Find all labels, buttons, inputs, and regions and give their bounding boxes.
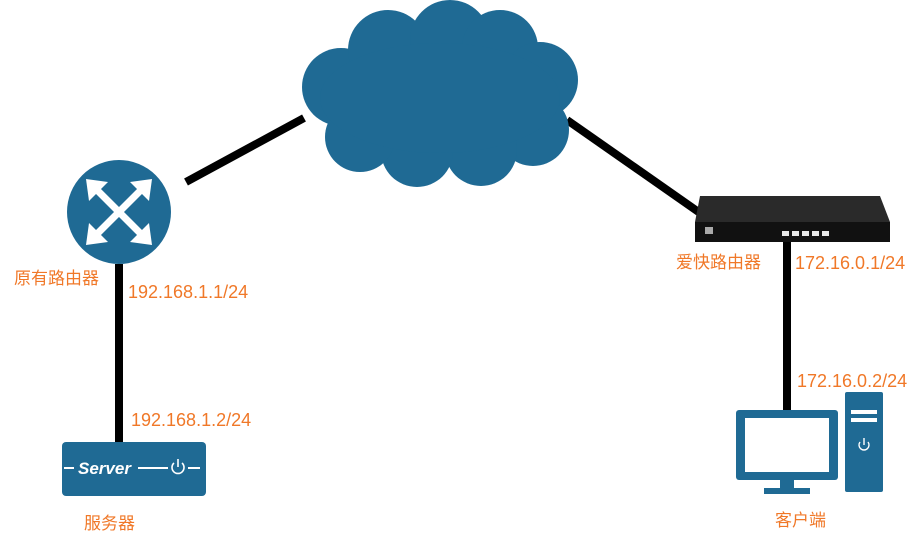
- server-icon: Server: [62, 442, 206, 496]
- tower-power-icon: [858, 438, 870, 451]
- power-icon: [171, 459, 185, 475]
- links: [115, 114, 791, 442]
- rack-router-icon: [695, 196, 890, 242]
- ikuai-router-ip: 172.16.0.1/24: [795, 253, 906, 273]
- client-ip: 172.16.0.2/24: [797, 371, 908, 391]
- ikuai-router-label: 爱快路由器: [676, 253, 761, 272]
- router-cross-arrows-icon: [67, 160, 171, 264]
- legacy-router-label: 原有路由器: [14, 269, 99, 288]
- server-device-text: Server: [78, 459, 132, 478]
- client-label: 客户端: [775, 511, 826, 530]
- server-label: 服务器: [84, 514, 135, 533]
- server-ip: 192.168.1.2/24: [131, 410, 252, 430]
- desktop-computer-icon: [736, 392, 883, 494]
- cloud-icon: [302, 0, 578, 187]
- link-router-cloud: [184, 114, 306, 186]
- legacy-router-ip: 192.168.1.1/24: [128, 282, 249, 302]
- link-cloud-ikuai: [564, 116, 703, 217]
